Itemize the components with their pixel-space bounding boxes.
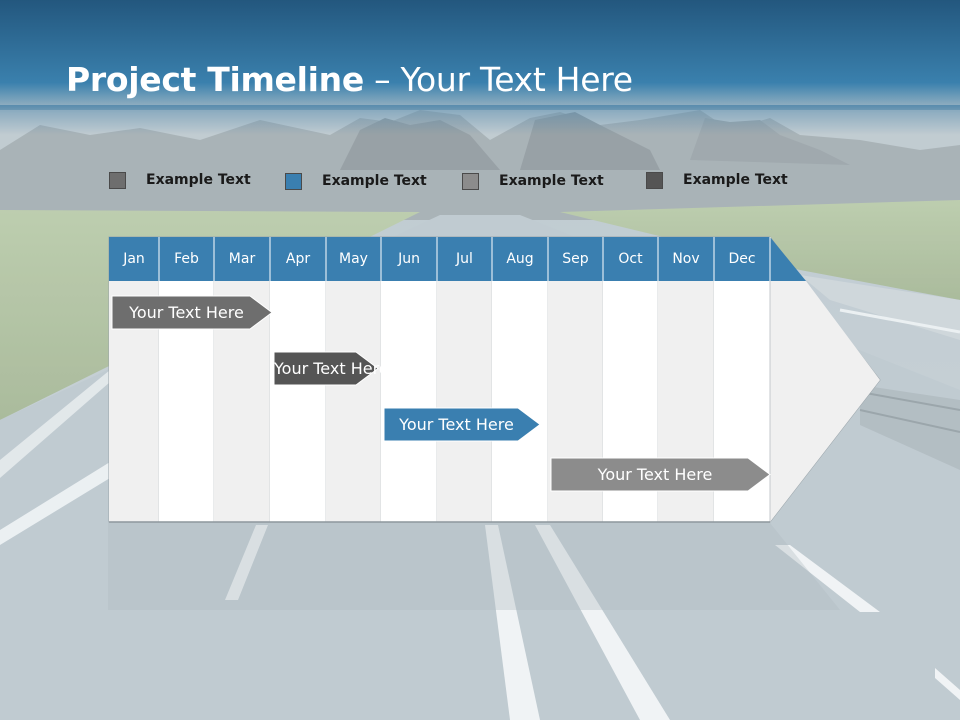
month-column: [270, 281, 326, 522]
month-label: Sep: [562, 251, 589, 267]
month-label: Nov: [672, 251, 700, 267]
title-rest: – Your Text Here: [363, 60, 633, 99]
legend-label: Example Text: [146, 172, 251, 188]
month-column: [326, 281, 381, 522]
month-label: Oct: [618, 251, 643, 267]
task-bar: [273, 351, 379, 386]
task-bar: [111, 295, 273, 330]
title-bold: Project Timeline: [66, 60, 364, 99]
month-label: Mar: [228, 251, 256, 267]
month-column: [381, 281, 437, 522]
timeline-arrow-tip: [770, 281, 880, 522]
month-header-band: [109, 237, 806, 281]
legend-swatch: [646, 172, 663, 189]
month-label: May: [339, 251, 368, 267]
page-title: Project Timeline – Your Text Here: [66, 60, 633, 99]
month-label: Dec: [728, 251, 756, 267]
month-column: [437, 281, 492, 522]
month-label: Feb: [174, 251, 199, 267]
legend-label: Example Text: [499, 173, 604, 189]
task-bar: [383, 407, 541, 442]
legend-swatch: [109, 172, 126, 189]
task-bar-label: Your Text Here: [274, 359, 389, 378]
month-column: [492, 281, 548, 522]
legend-label: Example Text: [322, 173, 427, 189]
month-label: Aug: [506, 251, 534, 267]
month-label: Apr: [285, 251, 311, 267]
month-label: Jun: [398, 251, 420, 267]
legend-swatch: [285, 173, 302, 190]
legend-swatch: [462, 173, 479, 190]
task-bar: [550, 457, 771, 492]
task-bar-label: Your Text Here: [129, 303, 244, 322]
task-bar-label: Your Text Here: [399, 415, 514, 434]
month-label: Jul: [456, 251, 473, 267]
task-bar-label: Your Text Here: [597, 465, 713, 484]
legend-label: Example Text: [683, 172, 788, 188]
month-label: Jan: [123, 251, 145, 267]
